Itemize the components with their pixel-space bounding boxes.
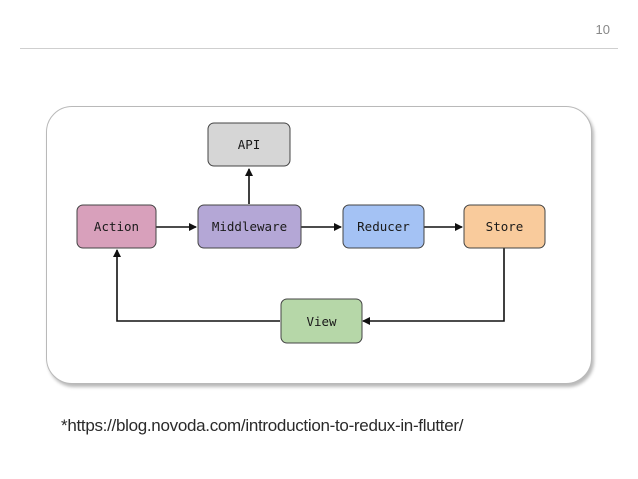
node-action: Action [76, 204, 157, 249]
node-api: API [207, 122, 291, 167]
header-divider [20, 48, 618, 49]
page-number: 10 [595, 22, 610, 37]
node-reducer-label: Reducer [357, 219, 410, 234]
node-middleware-label: Middleware [212, 219, 287, 234]
node-view-label: View [306, 314, 337, 329]
node-reducer: Reducer [342, 204, 425, 249]
node-store-box [463, 204, 546, 249]
node-action-label: Action [94, 219, 139, 234]
node-api-label: API [238, 137, 261, 152]
node-middleware: Middleware [197, 204, 302, 249]
node-view: View [280, 298, 363, 344]
node-view-box [280, 298, 363, 344]
node-action-box [76, 204, 157, 249]
node-middleware-box [197, 204, 302, 249]
edge-view-to-action [113, 249, 280, 322]
source-link[interactable]: *https://blog.novoda.com/introduction-to… [61, 416, 464, 435]
node-reducer-box [342, 204, 425, 249]
node-api-box [207, 122, 291, 167]
edge-store-to-view [362, 248, 505, 325]
node-store: Store [463, 204, 546, 249]
node-store-label: Store [486, 219, 524, 234]
